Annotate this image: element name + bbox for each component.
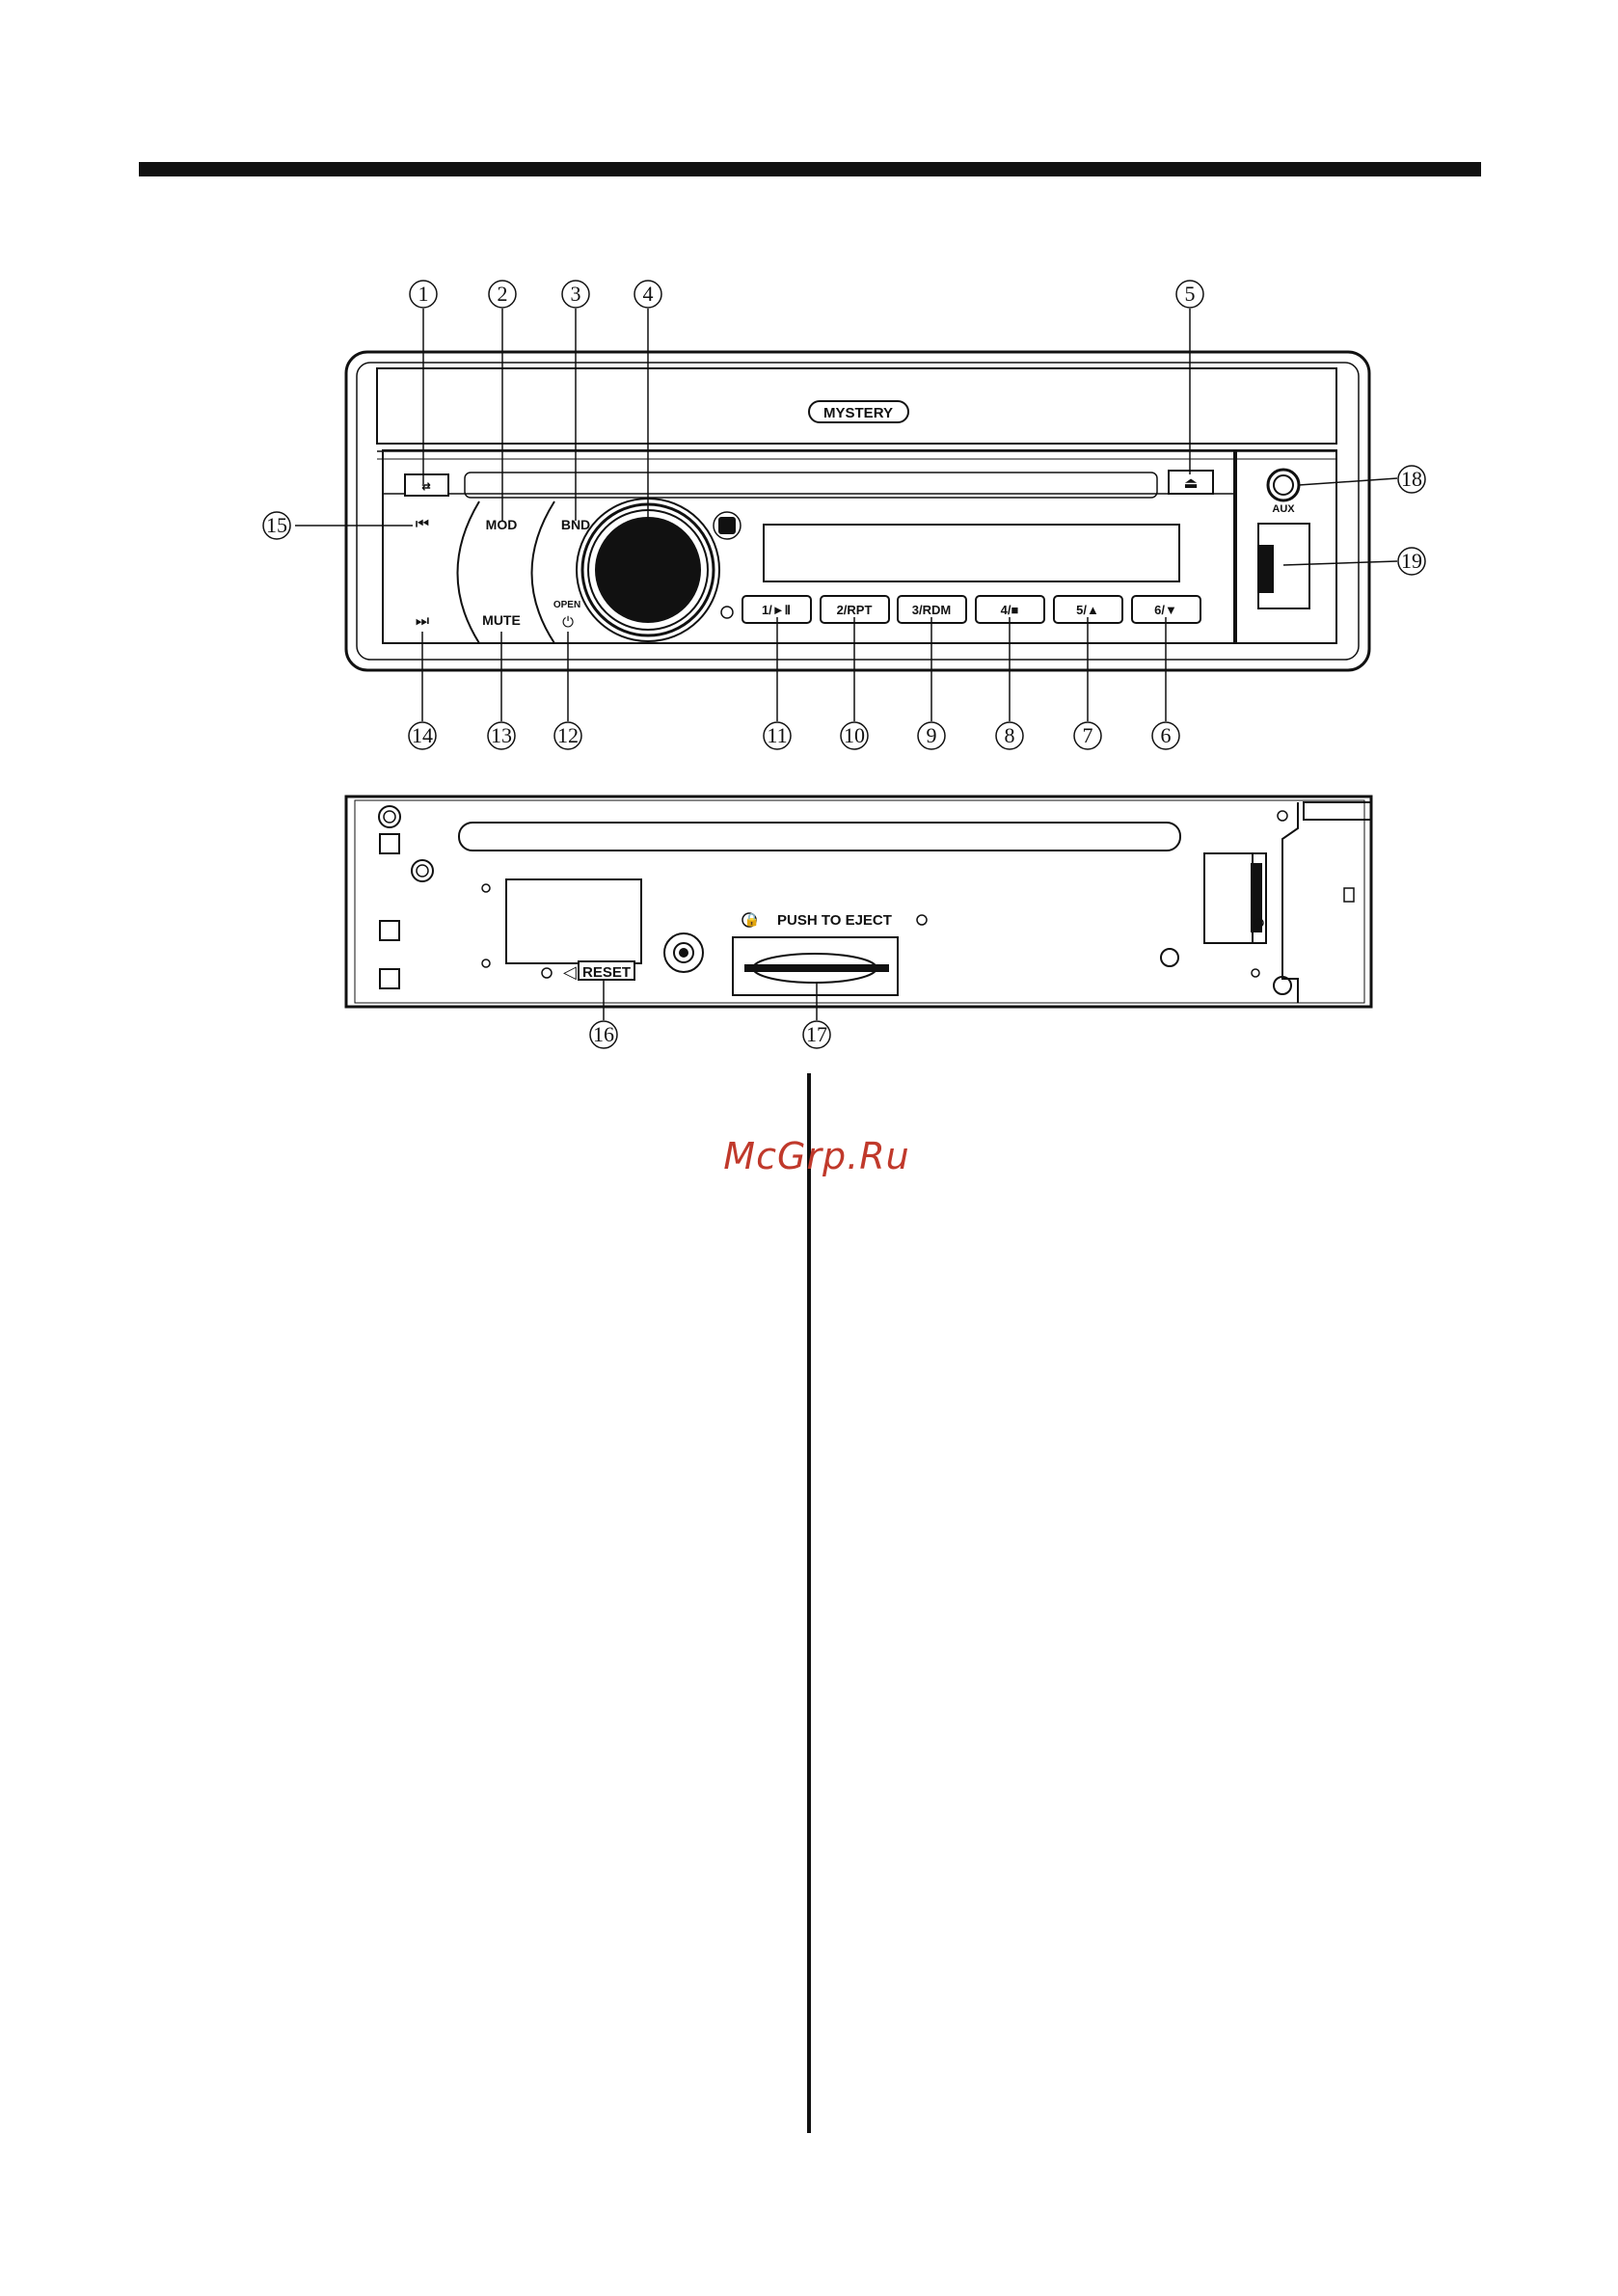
preset-label-4: 4/■ xyxy=(1001,603,1019,617)
reset-hole[interactable] xyxy=(542,968,552,978)
reset-arrow-icon: ◁ xyxy=(563,962,577,982)
callout-16: 16 xyxy=(593,1022,614,1046)
ir-sensor xyxy=(714,512,741,539)
callout-15: 15 xyxy=(266,513,287,537)
callout-19: 19 xyxy=(1401,549,1422,573)
preset-label-2: 2/RPT xyxy=(837,603,873,617)
header-bar xyxy=(139,162,1481,176)
callout-10: 10 xyxy=(844,723,865,747)
callout-12: 12 xyxy=(557,723,579,747)
preset-buttons: 1/►Ⅱ 2/RPT 3/RDM 4/■ 5/▲ 6/▼ xyxy=(742,596,1200,623)
aux-jack[interactable] xyxy=(1268,470,1299,500)
preset-label-5: 5/▲ xyxy=(1076,603,1099,617)
callout-numbers: 1 2 3 4 5 6 7 8 9 10 11 12 13 14 15 16 1… xyxy=(266,282,1422,1046)
callout-13: 13 xyxy=(491,723,512,747)
reset-label: RESET xyxy=(582,964,631,981)
lock-icon: 🔒 xyxy=(744,912,760,927)
callout-3: 3 xyxy=(571,282,581,306)
callout-markers xyxy=(263,281,1425,1048)
back-panel xyxy=(346,797,1371,1007)
callout-2: 2 xyxy=(498,282,508,306)
power-icon[interactable]: ⏻ xyxy=(562,614,574,631)
preset-label-1: 1/►Ⅱ xyxy=(762,603,791,617)
eject-icon: ⏏ xyxy=(1183,475,1198,492)
callout-11: 11 xyxy=(767,723,787,747)
brand-text: MYSTERY xyxy=(823,405,893,421)
preset-label-6: 6/▼ xyxy=(1154,603,1177,617)
callout-17: 17 xyxy=(806,1022,827,1046)
callout-18: 18 xyxy=(1401,467,1422,491)
preset-label-3: 3/RDM xyxy=(912,603,951,617)
mute-button[interactable]: MUTE xyxy=(482,612,521,628)
mod-button[interactable]: MOD xyxy=(486,517,518,532)
callout-8: 8 xyxy=(1005,723,1015,747)
open-label: OPEN xyxy=(553,600,580,610)
callout-1: 1 xyxy=(418,282,429,306)
prev-track-icon[interactable]: ⏮ xyxy=(416,516,429,532)
callout-14: 14 xyxy=(412,723,433,747)
aux-label: AUX xyxy=(1272,503,1295,515)
next-track-icon[interactable]: ⏭ xyxy=(416,613,429,630)
callout-5: 5 xyxy=(1185,282,1196,306)
callout-9: 9 xyxy=(927,723,937,747)
callout-6: 6 xyxy=(1161,723,1172,747)
callout-4: 4 xyxy=(643,282,654,306)
push-to-eject-label: PUSH TO EJECT xyxy=(777,912,892,929)
watermark: McGrp.Ru xyxy=(723,1135,909,1177)
callout-7: 7 xyxy=(1083,723,1093,747)
usb-slot[interactable] xyxy=(1258,524,1309,608)
